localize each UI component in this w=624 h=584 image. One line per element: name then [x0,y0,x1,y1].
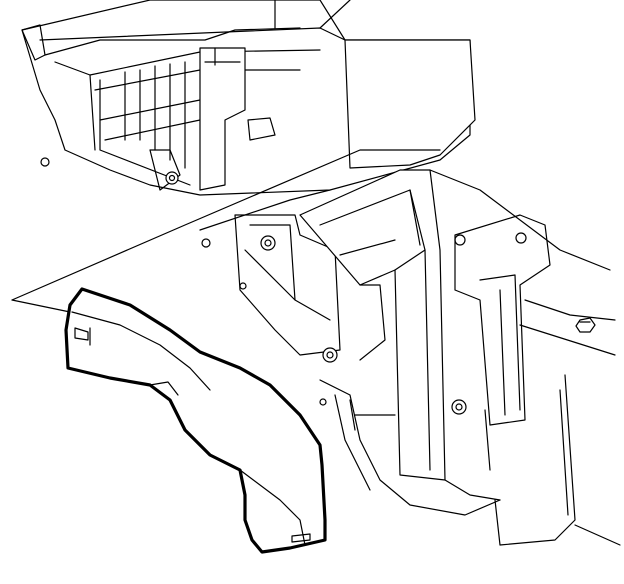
mounting-bracket [201,214,467,415]
upper-housing-assembly [21,0,476,196]
reference-lines [11,149,441,313]
air-duct [64,287,327,554]
side-bracket [429,169,621,546]
vertical-channel [299,169,446,481]
lower-body [319,379,501,516]
